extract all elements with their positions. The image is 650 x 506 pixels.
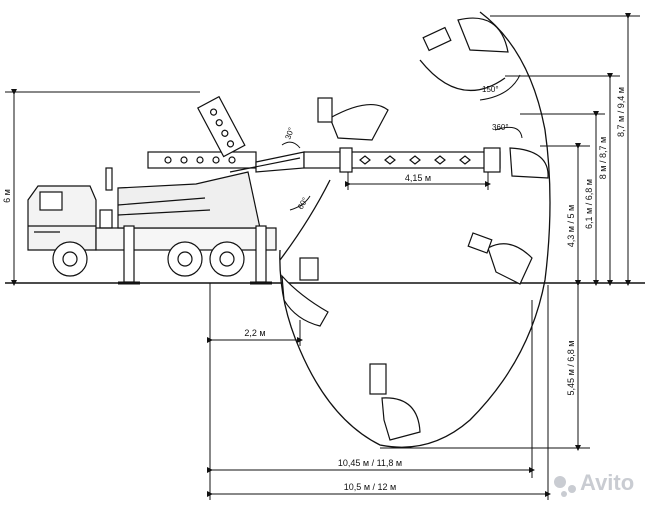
- watermark-text: Avito: [580, 470, 634, 495]
- bucket-lower-left: [281, 257, 329, 327]
- outrigger-rear: [255, 225, 267, 283]
- angle-labels: 150° 360° 30° 60°: [283, 85, 508, 211]
- watermark-logo-icon: [554, 476, 566, 488]
- wheel-front: [52, 241, 88, 277]
- label-h1: 4,3 м / 5 м: [566, 205, 576, 247]
- label-height-truck: 6 м: [2, 189, 12, 203]
- boom-folded: [147, 151, 257, 169]
- vertical-dimensions: [5, 13, 640, 451]
- label-depth: 5,45 м / 6,8 м: [566, 341, 576, 396]
- working-envelope: [279, 11, 551, 448]
- boom-extended: [303, 147, 501, 173]
- label-reach-dig: 10,45 м / 11,8 м: [338, 458, 402, 468]
- label-h3: 8 м / 8,7 м: [598, 137, 608, 179]
- wheel-mid: [167, 241, 203, 277]
- label-angle-60: 60°: [296, 196, 310, 211]
- label-offset: 2,2 м: [244, 328, 265, 338]
- label-angle-150: 150°: [482, 85, 499, 94]
- cab-window: [39, 191, 63, 211]
- label-h4: 8,7 м / 9,4 м: [616, 87, 626, 137]
- bucket-top: [422, 17, 509, 53]
- label-angle-30: 30°: [283, 126, 296, 140]
- watermark: Avito: [554, 470, 634, 497]
- bucket-mid-right: [467, 232, 533, 285]
- label-reach-total: 10,5 м / 12 м: [344, 482, 396, 492]
- label-boom-ext: 4,15 м: [405, 173, 431, 183]
- bucket-positions: [281, 17, 549, 441]
- dimension-labels: 6 м 4,3 м / 5 м 6,1 м / 6,8 м 8 м / 8,7 …: [2, 87, 626, 492]
- wheel-rear: [209, 241, 245, 277]
- outrigger-front: [123, 225, 135, 283]
- excavator-body: [117, 171, 261, 229]
- label-h2: 6,1 м / 6,8 м: [584, 179, 594, 229]
- bucket-upper-left: [317, 97, 389, 141]
- angle-arcs: [281, 74, 523, 211]
- truck: [27, 95, 501, 285]
- boom-upright: [197, 95, 246, 158]
- horizontal-dimensions: [207, 172, 551, 500]
- label-angle-360: 360°: [492, 123, 509, 132]
- bucket-bottom: [369, 363, 421, 441]
- bucket-end-boom: [509, 147, 549, 179]
